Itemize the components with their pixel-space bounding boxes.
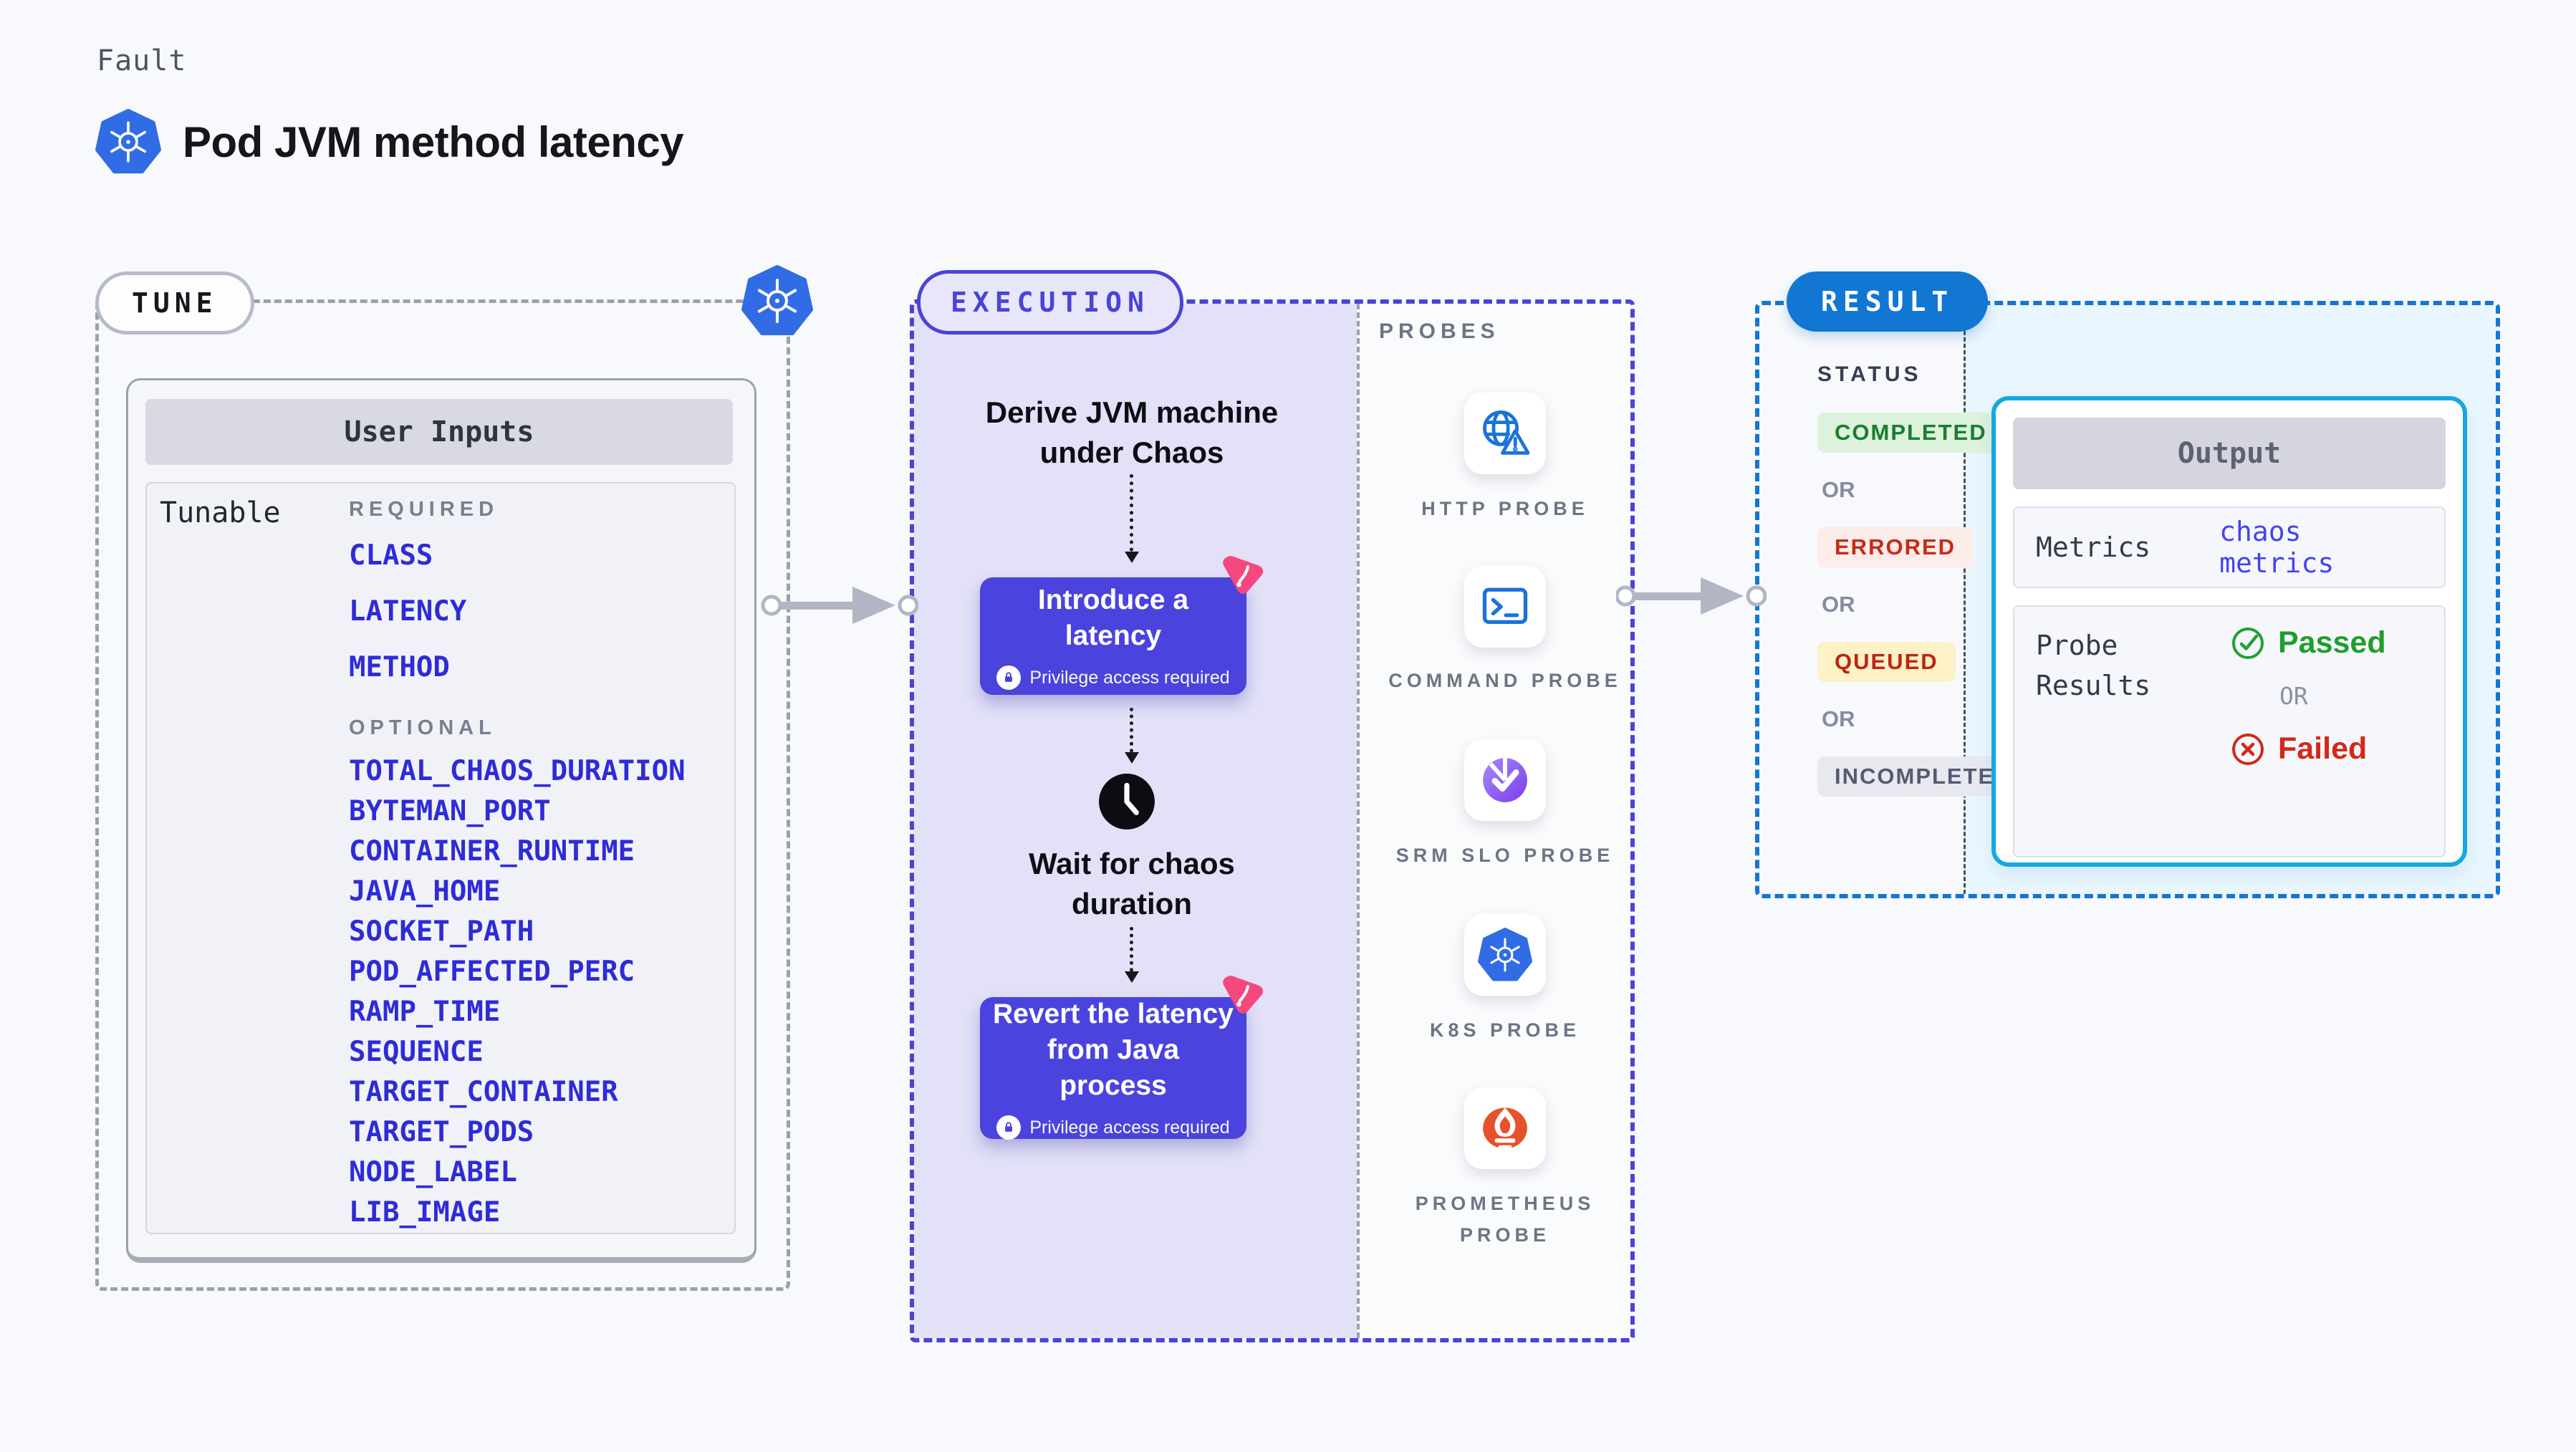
user-inputs-card: User Inputs Tunable REQUIRED CLASS LATENC… <box>126 378 756 1263</box>
k8s-probe-card <box>1464 914 1546 996</box>
metrics-value-link[interactable]: chaos metrics <box>2219 516 2335 579</box>
step-label: Introduce a latency <box>1037 585 1189 651</box>
revert-latency-step[interactable]: Revert the latency from Java process Pri… <box>980 997 1246 1140</box>
param-link[interactable]: SOCKET_PATH <box>349 915 534 948</box>
probe-results-row: Probe Results Passed OR <box>2013 605 2446 857</box>
optional-label: OPTIONAL <box>349 716 496 739</box>
prometheus-probe-icon <box>1483 1107 1527 1149</box>
kubernetes-icon <box>741 265 813 335</box>
clock-icon <box>1099 774 1155 830</box>
execution-badge: EXECUTION <box>917 270 1183 335</box>
introduce-latency-step[interactable]: Introduce a latency Privilege access req… <box>980 577 1246 695</box>
srm-slo-probe-icon <box>1483 758 1527 802</box>
page-header: Pod JVM method latency <box>95 107 684 176</box>
probe-label: HTTP PROBE <box>1421 498 1589 519</box>
prometheus-probe-card <box>1464 1087 1546 1169</box>
tune-badge: TUNE <box>95 271 254 335</box>
k8s-probe-icon <box>1478 928 1532 981</box>
status-badge-queued: QUEUED <box>1817 642 1956 682</box>
failed-indicator: Failed <box>2231 731 2367 766</box>
chaos-fault-icon <box>1223 556 1264 594</box>
or-separator: OR <box>1822 706 1855 731</box>
optional-params-list: TOTAL_CHAOS_DURATION BYTEMAN_PORT CONTAINE… <box>349 757 686 1239</box>
chaos-fault-icon <box>1223 976 1264 1014</box>
result-badge: RESULT <box>1787 271 1989 332</box>
flow-arrow-down <box>1125 708 1139 764</box>
param-link[interactable]: NODE_LABEL <box>349 1156 517 1188</box>
check-circle-icon <box>2232 627 2264 659</box>
output-title: Output <box>2013 418 2446 489</box>
param-link[interactable]: BYTEMAN_PORT <box>349 795 551 827</box>
status-badge-errored: ERRORED <box>1817 527 1974 567</box>
flow-arrow-down <box>1125 927 1139 983</box>
param-link[interactable]: TARGET_PODS <box>349 1116 534 1148</box>
x-circle-icon <box>2232 733 2264 765</box>
privilege-note: Privilege access required <box>996 665 1230 690</box>
passed-indicator: Passed <box>2231 625 2386 660</box>
param-link[interactable]: TARGET_CONTAINER <box>349 1076 618 1108</box>
step-label: Revert the latency from Java process <box>993 999 1234 1101</box>
kubernetes-icon <box>95 109 161 174</box>
probe-label: K8S PROBE <box>1429 1019 1581 1041</box>
command-probe-card <box>1464 566 1546 648</box>
status-label: STATUS <box>1817 362 1922 386</box>
probes-label: PROBES <box>1379 319 1500 343</box>
tunable-label: Tunable <box>160 496 281 529</box>
param-link[interactable]: SEQUENCE <box>349 1036 484 1068</box>
probe-label: COMMAND PROBE <box>1388 670 1622 691</box>
flow-arrow-down <box>1125 474 1139 563</box>
metrics-row: Metrics chaos metrics <box>2013 506 2446 588</box>
lock-icon <box>996 1115 1022 1140</box>
param-link[interactable]: JAVA_HOME <box>349 875 501 908</box>
tune-section <box>95 299 790 1291</box>
srm-slo-probe-card <box>1464 739 1546 821</box>
required-label: REQUIRED <box>349 498 499 521</box>
user-inputs-title: User Inputs <box>145 399 733 465</box>
required-params-list: CLASS LATENCY METHOD <box>349 542 466 709</box>
privilege-note: Privilege access required <box>996 1115 1230 1140</box>
fault-kicker: Fault <box>97 44 187 77</box>
param-link[interactable]: CLASS <box>349 539 433 572</box>
param-link[interactable]: METHOD <box>349 651 450 683</box>
http-probe-icon <box>1483 410 1530 455</box>
probe-label: PROMETHEUS PROBE <box>1415 1193 1595 1246</box>
result-divider <box>1964 305 1966 894</box>
tunables-panel: Tunable REQUIRED CLASS LATENCY METHOD OPTI… <box>145 482 736 1234</box>
metrics-label: Metrics <box>2036 532 2151 563</box>
output-card: Output Metrics chaos metrics Probe Resul… <box>1991 396 2467 867</box>
param-link[interactable]: CONTAINER_RUNTIME <box>349 835 635 867</box>
param-link[interactable]: POD_AFFECTED_PERC <box>349 956 635 988</box>
command-probe-icon <box>1482 587 1528 625</box>
status-badge-completed: COMPLETED <box>1817 413 2004 453</box>
step-wait-label: Wait for chaos duration <box>1029 847 1235 920</box>
param-link[interactable]: RAMP_TIME <box>349 996 501 1028</box>
tune-to-execution-arrow <box>761 587 919 624</box>
or-separator: OR <box>2279 682 2308 710</box>
http-probe-card <box>1464 393 1546 474</box>
param-link[interactable]: TOTAL_CHAOS_DURATION <box>349 755 686 787</box>
param-link[interactable]: LATENCY <box>349 595 467 628</box>
step-derive-label: Derive JVM machine under Chaos <box>985 395 1279 469</box>
or-separator: OR <box>1822 592 1855 617</box>
lock-icon <box>996 665 1022 690</box>
page-title: Pod JVM method latency <box>183 117 684 166</box>
probe-label: SRM SLO PROBE <box>1395 845 1615 866</box>
probe-results-label: Probe Results <box>2036 630 2151 701</box>
or-separator: OR <box>1822 477 1855 502</box>
execution-to-result-arrow <box>1616 577 1767 615</box>
param-link[interactable]: LIB_IMAGE <box>349 1196 501 1229</box>
